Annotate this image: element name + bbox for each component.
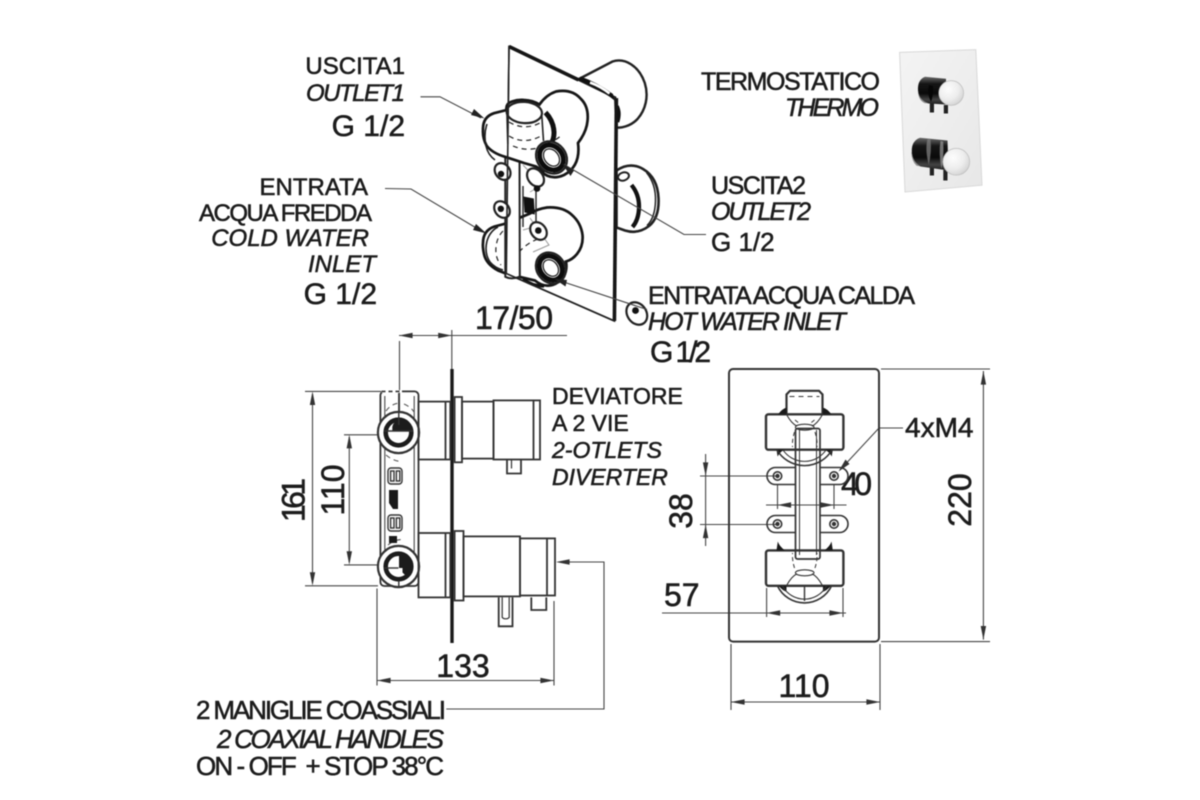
svg-text:17/50: 17/50 <box>475 300 553 336</box>
svg-text:TERMOSTATICO: TERMOSTATICO <box>701 68 880 96</box>
svg-text:133: 133 <box>436 648 489 684</box>
svg-text:2 MANIGLIE COASSIALI: 2 MANIGLIE COASSIALI <box>196 695 446 725</box>
svg-text:USCITA2: USCITA2 <box>711 172 806 200</box>
svg-text:220: 220 <box>942 473 978 526</box>
svg-text:DEVIATORE: DEVIATORE <box>552 383 683 409</box>
svg-text:G 1/2: G 1/2 <box>304 278 377 311</box>
svg-text:110: 110 <box>778 668 829 704</box>
svg-text:OUTLET2: OUTLET2 <box>711 198 811 226</box>
svg-text:40: 40 <box>841 466 872 502</box>
svg-text:DIVERTER: DIVERTER <box>552 464 668 490</box>
svg-text:161: 161 <box>276 478 312 522</box>
svg-text:ON - OFF + STOP 38°C: ON - OFF + STOP 38°C <box>196 751 444 781</box>
svg-text:HOT WATER INLET: HOT WATER INLET <box>648 308 848 336</box>
svg-text:38: 38 <box>663 493 699 529</box>
svg-text:110: 110 <box>315 464 351 515</box>
svg-text:G 1/2: G 1/2 <box>332 110 405 143</box>
svg-text:A 2 VIE: A 2 VIE <box>552 410 629 436</box>
svg-text:COLD WATER: COLD WATER <box>211 225 369 252</box>
svg-text:ENTRATA: ENTRATA <box>260 174 368 201</box>
svg-text:USCITA1: USCITA1 <box>305 53 405 80</box>
svg-text:ENTRATA ACQUA CALDA: ENTRATA ACQUA CALDA <box>648 282 915 310</box>
svg-text:THERMO: THERMO <box>785 94 879 122</box>
svg-text:2 COAXIAL HANDLES: 2 COAXIAL HANDLES <box>216 724 445 754</box>
svg-text:OUTLET1: OUTLET1 <box>306 80 405 107</box>
svg-text:ACQUA FREDDA: ACQUA FREDDA <box>199 200 372 227</box>
svg-text:G 1/2: G 1/2 <box>650 336 711 369</box>
svg-text:57: 57 <box>664 577 700 613</box>
svg-text:G 1/2: G 1/2 <box>711 227 775 257</box>
svg-text:4xM4: 4xM4 <box>905 412 973 443</box>
svg-text:INLET: INLET <box>308 251 378 278</box>
svg-text:2-OTLETS: 2-OTLETS <box>551 437 663 463</box>
